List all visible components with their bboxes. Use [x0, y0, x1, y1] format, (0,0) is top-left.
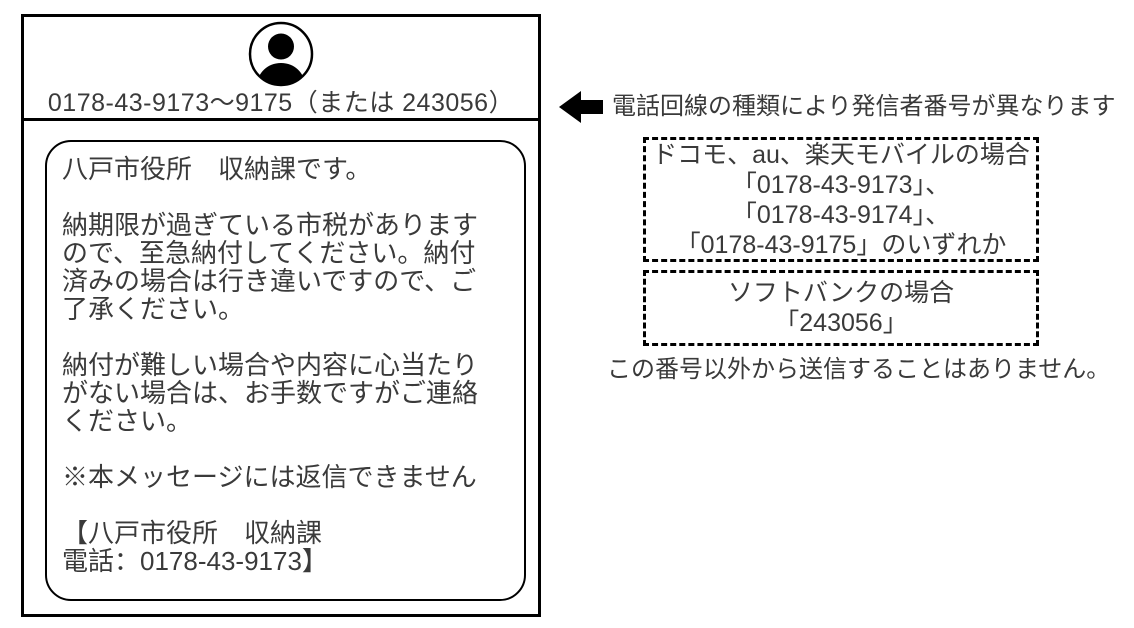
message-line: 了承ください。 — [62, 294, 245, 324]
sms-header: 0178-43-9173～9175（または 243056） — [24, 17, 538, 121]
carrier-box-line: 「0178-43-9174」、 — [731, 200, 951, 229]
message-paragraph: 納期限が過ぎている市税がありますので、至急納付してください。納付済みの場合は行き… — [62, 211, 509, 323]
sms-message-bubble: 八戸市役所 収納課です。納期限が過ぎている市税がありますので、至急納付してくださ… — [45, 140, 526, 601]
caller-number: 0178-43-9173～9175（または 243056） — [47, 89, 515, 117]
carrier-box-softbank: ソフトバンクの場合「243056」 — [643, 270, 1039, 346]
message-line: 【八戸市役所 収納課 — [62, 518, 323, 548]
message-line: 納付が難しい場合や内容に心当たり — [62, 350, 479, 380]
carrier-box-line: 「0178-43-9175」のいずれか — [675, 230, 1007, 259]
message-paragraph: ※本メッセージには返信できません — [62, 463, 509, 491]
message-line: 電話：0178-43-9173】 — [62, 546, 328, 576]
message-line: ください。 — [62, 406, 193, 436]
person-avatar-icon — [248, 21, 314, 87]
message-line: がない場合は、お手数ですがご連絡 — [62, 378, 479, 408]
message-line: 八戸市役所 収納課です。 — [62, 154, 372, 184]
message-line: ※本メッセージには返信できません — [62, 462, 477, 492]
message-line: ので、至急納付してください。納付 — [62, 238, 476, 268]
annotation-note: この番号以外から送信することはありません。 — [607, 356, 1111, 383]
sms-phone-mockup: 0178-43-9173～9175（または 243056） 八戸市役所 収納課で… — [21, 14, 541, 617]
carrier-box-line: ドコモ、au、楽天モバイルの場合 — [652, 140, 1030, 169]
message-line: 納期限が過ぎている市税があります — [62, 210, 479, 240]
annotation-heading: 電話回線の種類により発信者番号が異なります — [612, 93, 1116, 120]
message-paragraph: 八戸市役所 収納課です。 — [62, 155, 509, 183]
carrier-box-line: 「0178-43-9173」、 — [731, 170, 951, 199]
message-paragraph: 納付が難しい場合や内容に心当たりがない場合は、お手数ですがご連絡ください。 — [62, 351, 509, 435]
carrier-box-docomo-au-rakuten: ドコモ、au、楽天モバイルの場合「0178-43-9173」、「0178-43-… — [643, 137, 1039, 262]
carrier-box-line: 「243056」 — [774, 309, 908, 337]
left-block-arrow-icon — [559, 91, 603, 123]
sms-message-text: 八戸市役所 収納課です。納期限が過ぎている市税がありますので、至急納付してくださ… — [62, 155, 509, 575]
carrier-box-line: ソフトバンクの場合 — [727, 279, 955, 307]
message-line: 済みの場合は行き違いですので、ご — [62, 266, 477, 296]
message-paragraph: 【八戸市役所 収納課電話：0178-43-9173】 — [62, 519, 509, 575]
